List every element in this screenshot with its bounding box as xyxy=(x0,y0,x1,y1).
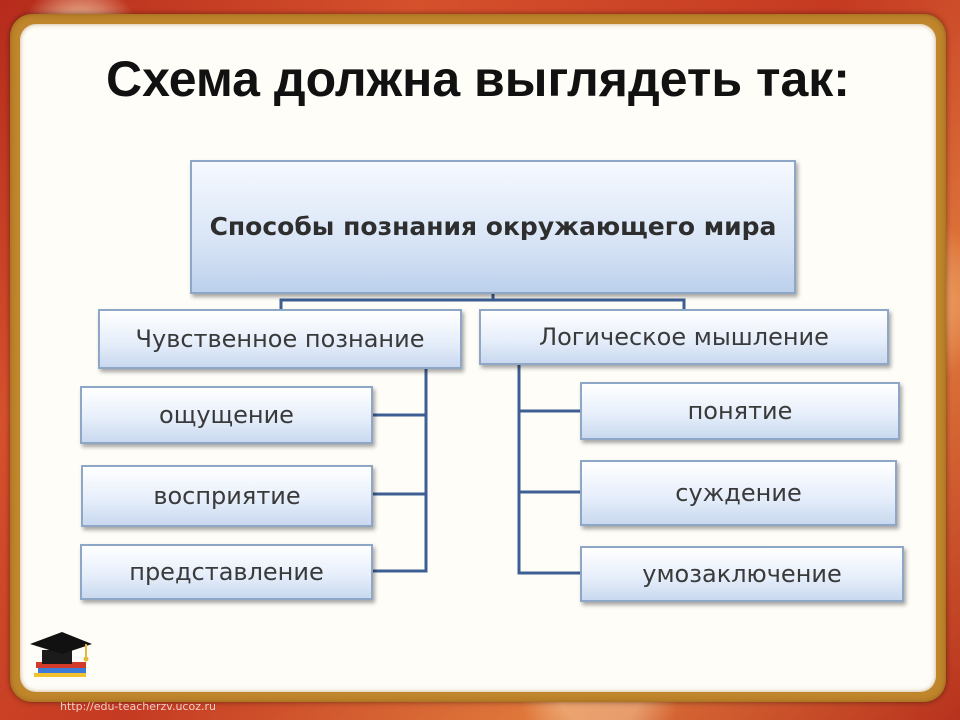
slide-title: Схема должна выглядеть так: xyxy=(106,51,850,107)
leaf-node: суждение xyxy=(580,460,897,526)
branch-node-label: Чувственное познание xyxy=(135,325,425,353)
leaf-node: ощущение xyxy=(80,386,373,444)
leaf-node: восприятие xyxy=(81,465,373,527)
branch-node-label: Логическое мышление xyxy=(539,323,829,351)
leaf-node: умозаключение xyxy=(580,546,904,602)
root-node: Способы познания окружающего мира xyxy=(190,160,796,294)
leaf-node-label: умозаключение xyxy=(642,560,842,588)
leaf-node-label: восприятие xyxy=(153,482,301,510)
branch-node-logical: Логическое мышление xyxy=(479,309,889,365)
leaf-node-label: ощущение xyxy=(159,401,294,429)
leaf-node-label: представление xyxy=(129,558,324,586)
watermark: http://edu-teacherzv.ucoz.ru xyxy=(60,700,216,713)
leaf-node: понятие xyxy=(580,382,900,440)
leaf-node-label: понятие xyxy=(687,397,793,425)
leaf-node-label: суждение xyxy=(675,479,802,507)
root-node-label: Способы познания окружающего мира xyxy=(209,212,777,241)
leaf-node: представление xyxy=(80,544,373,600)
branch-node-sensory: Чувственное познание xyxy=(98,309,462,369)
graduation-cap-icon xyxy=(30,632,92,677)
